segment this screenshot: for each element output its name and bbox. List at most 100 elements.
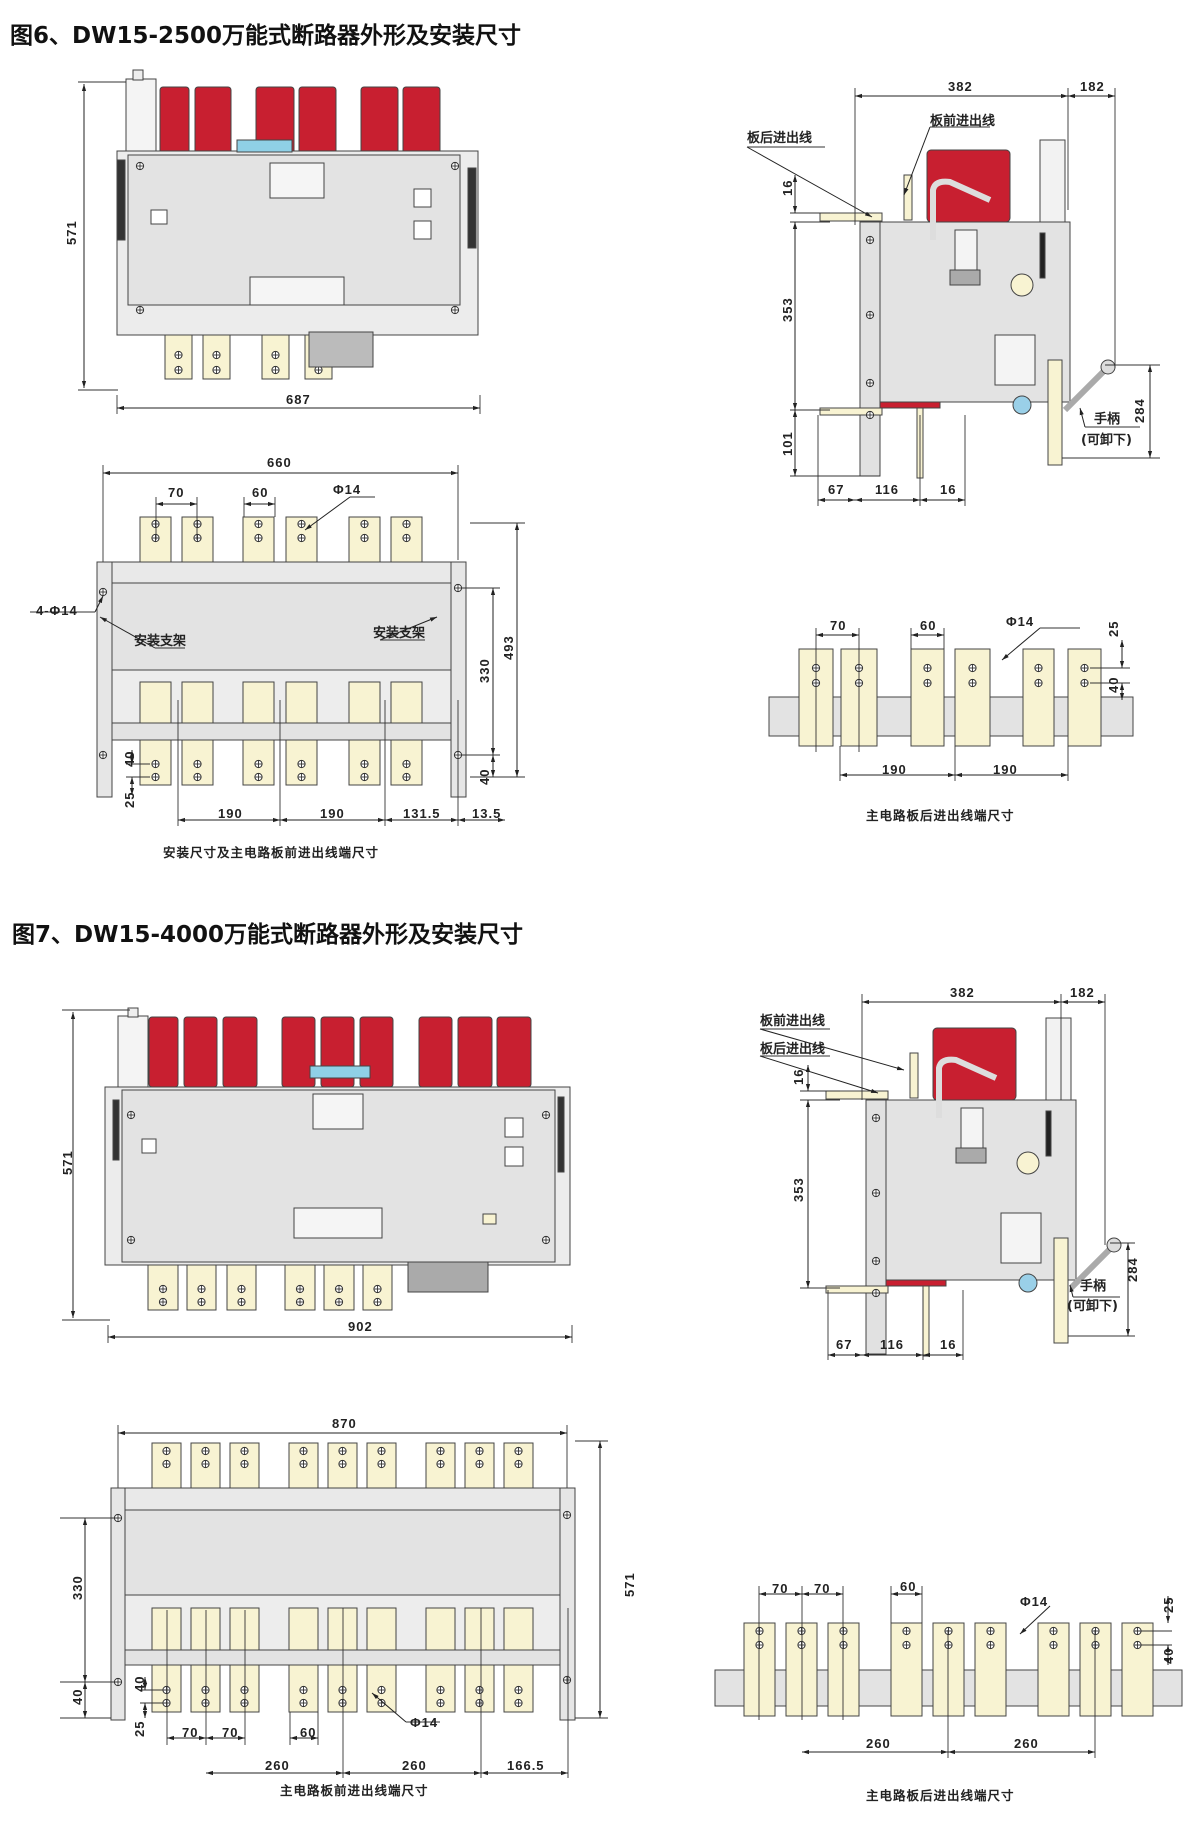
arc-chute-red [418,1016,453,1088]
indicator-window [504,1117,524,1138]
fig6-side-h101-label: 101 [780,431,795,456]
auxiliary-contact [1045,1017,1072,1101]
motor-block [407,1261,489,1293]
fig7-rear-h40-label: 40 [1161,1648,1176,1664]
terminal-bar [151,1607,182,1651]
terminal-bar [1037,1622,1070,1717]
fig7-rear-h25-label: 25 [1161,1597,1176,1613]
fig7-plan-height-label: 571 [622,1572,637,1597]
fig7-title: 图7、DW15-4000万能式断路器外形及安装尺寸 [12,921,523,948]
fig6-side-d16-label: 16 [940,482,956,497]
fig7-plan-pitch-1-label: 70 [182,1725,198,1740]
mechanism-cap [132,69,144,81]
handle-lever [1062,367,1108,413]
control-terminal-block [293,1207,383,1239]
fig7-side-d67-label: 67 [836,1337,852,1352]
fig6-rear-d190-1-label: 190 [882,762,907,777]
operating-mechanism [125,78,157,158]
fig6-plan-bar-width-label: 60 [252,485,268,500]
handle-knob-icon [1100,359,1116,375]
coil [960,1107,984,1149]
front-busbar-lower [922,1285,930,1357]
terminal-bar [190,1607,221,1651]
fig6-side-h353-label: 353 [780,297,795,322]
leader-line [94,595,104,613]
leader-line [1019,1605,1051,1635]
motor-block [308,331,374,368]
arc-chute-red [402,86,441,158]
fig7-rear-pitch-2-label: 70 [814,1581,830,1596]
leader-line [1079,407,1086,428]
rear-plate [865,1099,887,1355]
side-rail-left [112,1099,120,1161]
arc-chute-red [496,1016,532,1088]
terminal-bar [288,1607,319,1651]
fig6-rear-bar-width-label: 60 [920,618,936,633]
terminal-bar [139,681,172,724]
fig7-plan-width-label: 870 [332,1416,357,1431]
fig7-plan-h40-label: 40 [132,1676,147,1692]
terminal-bar [464,1607,495,1651]
cross-bar [124,1649,561,1666]
terminal-bar [890,1622,923,1717]
side-rail-left [116,159,126,241]
mounting-bracket-right [559,1487,576,1721]
coil-base [955,1147,987,1164]
terminal-bar [181,681,214,724]
fig6-plan-h40-left-label: 40 [122,751,137,767]
arc-chute-red [360,86,399,158]
terminal-bar [1121,1622,1154,1717]
fig7-side-rear-wiring-label: 板后进出线 [760,1041,825,1057]
fig6-bracket-left-label: 安装支架 [134,633,186,649]
arc-chute-red [159,86,190,158]
terminal-bar [785,1622,818,1717]
rear-busbar-bottom [819,407,883,416]
side-rail-right [557,1096,565,1173]
terminal-bar [827,1622,860,1717]
fig7-side-removable-label: (可卸下) [1067,1298,1118,1314]
gear-wheel-icon [1010,273,1034,297]
fig6-front-width-label: 687 [286,392,311,407]
indicator-square [141,1138,157,1154]
coil [954,229,978,271]
fig7-plan-hole-label: Φ14 [410,1715,438,1730]
fig6-title: 图6、DW15-2500万能式断路器外形及安装尺寸 [10,22,521,49]
leader-line [903,126,931,196]
fig6-plan-hole-label: Φ14 [333,482,361,497]
spring-rod [1045,1110,1052,1157]
arc-chute-red [932,1027,1017,1101]
fig6-side-w182-label: 182 [1080,79,1105,94]
fig6-plan-d190-2-label: 190 [320,806,345,821]
fig6-plan-d131-label: 131.5 [403,806,441,821]
rear-busbar-bottom [825,1285,889,1294]
fig7-side-h16-label: 16 [791,1069,806,1085]
release-mechanism [1000,1212,1042,1264]
fig6-side-w382-label: 382 [948,79,973,94]
fig7-front-height-label: 571 [60,1150,75,1175]
control-terminal-block [249,276,345,306]
rear-busbar-top [825,1090,889,1100]
fig7-plan-h25-label: 25 [132,1721,147,1737]
terminal-bar [503,1607,534,1651]
spring-rod [1039,232,1046,279]
indicator-small [482,1213,497,1225]
fig7-side-w382-label: 382 [950,985,975,1000]
terminal-bar [425,1607,456,1651]
fig7-front-width-label: 902 [348,1319,373,1334]
terminal-bar [242,681,275,724]
top-band [111,561,452,584]
side-rail-right [467,167,477,249]
arc-chute-red [183,1016,218,1088]
leader-line [371,1692,407,1723]
fig7-side-handle-label: 手柄 [1080,1278,1106,1294]
fig6-side-h16-label: 16 [780,180,795,196]
front-terminal [1053,1237,1069,1344]
nameplate-window [312,1093,364,1130]
gear-wheel-icon [1016,1151,1040,1175]
fig6-side-d116-label: 116 [875,482,899,497]
leader-line [379,616,438,641]
arc-chute-red [222,1016,258,1088]
fig6-plan-d13-label: 13.5 [472,806,501,821]
fig6-side-d67-label: 67 [828,482,844,497]
